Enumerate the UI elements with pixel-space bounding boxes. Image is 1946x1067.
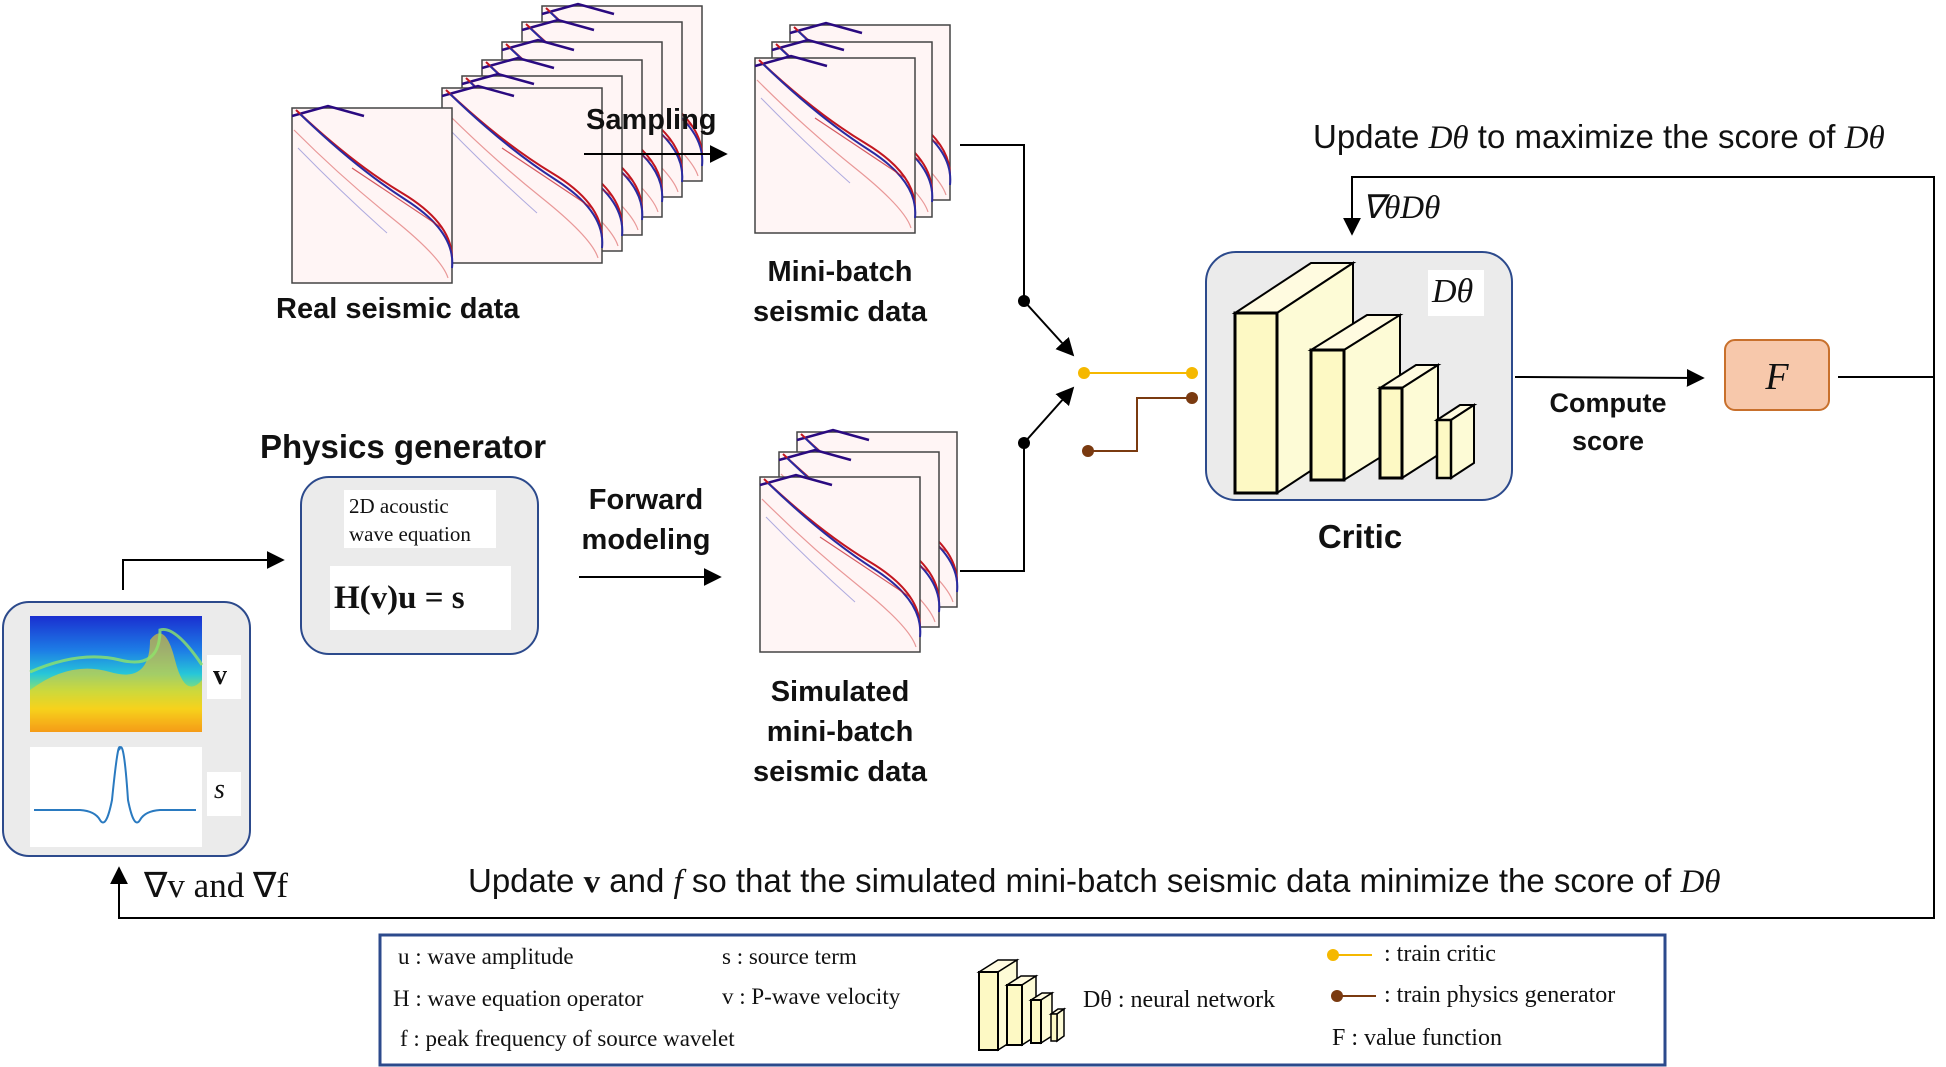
generator-update-line bbox=[110, 377, 1935, 919]
s-label: s bbox=[214, 774, 225, 805]
simulated-label-1: Simulated bbox=[770, 676, 910, 708]
simulated-label-3: seismic data bbox=[752, 756, 928, 788]
legend-network-icon bbox=[976, 958, 1067, 1052]
seismic-gather-icon bbox=[440, 84, 604, 265]
forward-label-2: modeling bbox=[581, 524, 711, 556]
physics-generator-title: Physics generator bbox=[260, 428, 547, 465]
simulated-label-2: mini-batch bbox=[766, 716, 914, 748]
params-to-generator-arrow bbox=[122, 551, 285, 590]
value-function-box bbox=[1724, 339, 1830, 411]
legend-H: H : wave equation operator bbox=[393, 986, 644, 1011]
compute-label-1: Compute bbox=[1549, 388, 1667, 418]
generator-update-text: Update v and f so that the simulated min… bbox=[468, 862, 1721, 900]
critic-gradient-label: ∇θDθ bbox=[1362, 190, 1441, 226]
minibatch-label-2: seismic data bbox=[752, 296, 928, 328]
critic-update-text: Update Dθ to maximize the score of Dθ bbox=[1313, 118, 1885, 156]
pde-label-1: 2D acoustic bbox=[349, 494, 449, 518]
legend-F: F : value function bbox=[1332, 1025, 1502, 1051]
legend-v: v : P-wave velocity bbox=[722, 984, 901, 1009]
compute-arrow bbox=[1514, 368, 1705, 387]
simulated-stack bbox=[758, 428, 959, 654]
pde-formula: H(v)u = s bbox=[334, 580, 465, 616]
velocity-model-icon bbox=[29, 616, 204, 732]
real-to-switch-line bbox=[960, 144, 1075, 357]
generator-gradient-label: ∇v and ∇f bbox=[144, 866, 289, 905]
legend-s: s : source term bbox=[722, 944, 857, 969]
sampling-label: Sampling bbox=[586, 104, 717, 136]
value-function-symbol: F bbox=[1765, 356, 1789, 398]
critic-update-line bbox=[1343, 176, 1935, 378]
real-data-label: Real seismic data bbox=[276, 293, 520, 325]
neural-network-icon bbox=[1231, 261, 1478, 495]
legend-D: Dθ : neural network bbox=[1083, 987, 1276, 1013]
legend-train-generator: : train physics generator bbox=[1384, 982, 1616, 1008]
v-label: v bbox=[213, 660, 227, 691]
legend-train-critic: : train critic bbox=[1384, 941, 1496, 967]
pde-label-2: wave equation bbox=[349, 522, 471, 546]
sim-to-switch-line bbox=[960, 386, 1075, 572]
seismic-gather-icon bbox=[290, 104, 454, 285]
critic-symbol: Dθ bbox=[1432, 273, 1474, 310]
legend-f: f : peak frequency of source wavelet bbox=[400, 1026, 735, 1051]
legend-u: u : wave amplitude bbox=[398, 944, 574, 969]
wavelet-icon bbox=[34, 746, 196, 824]
minibatch-stack bbox=[753, 21, 952, 235]
forward-label-1: Forward bbox=[588, 484, 704, 516]
real-seismic-stack bbox=[290, 2, 704, 285]
compute-label-2: score bbox=[1571, 426, 1645, 456]
minibatch-label-1: Mini-batch bbox=[767, 256, 913, 288]
critic-label: Critic bbox=[1317, 518, 1403, 555]
